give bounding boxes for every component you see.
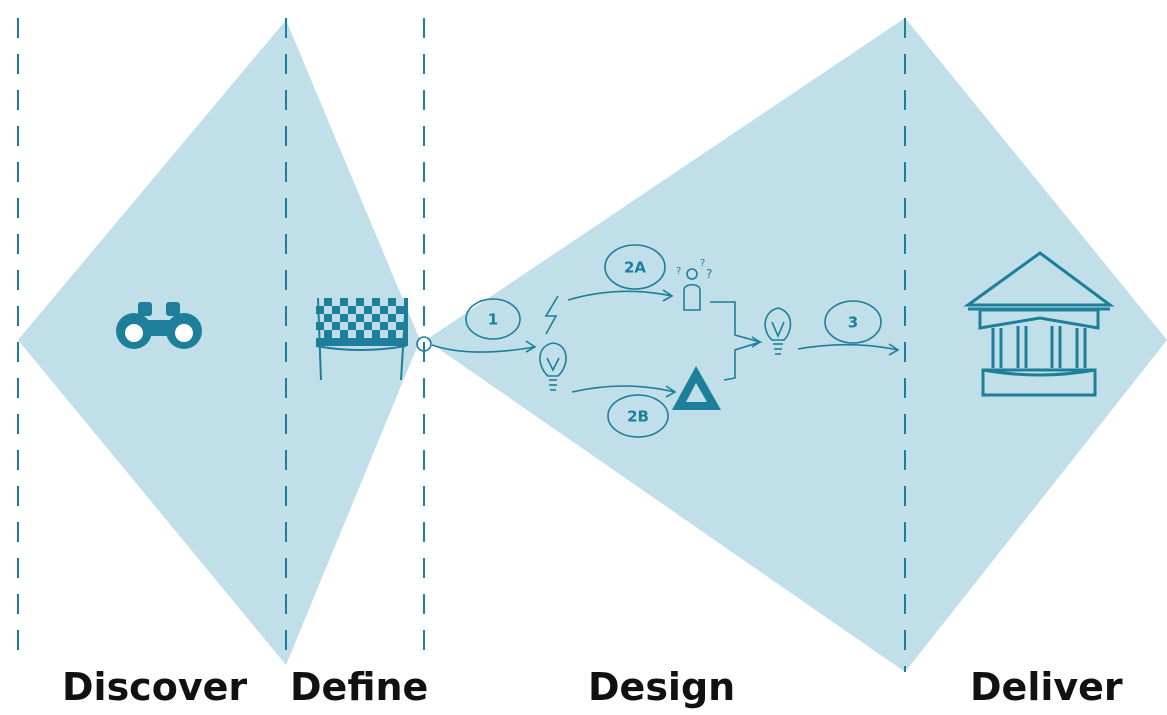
step-3-bubble [824,300,882,344]
checkered-flag-icon [315,297,408,381]
arrow-to-person-head [662,289,674,302]
prototype-triangle-icon [672,366,721,410]
lightning-icon [544,295,559,335]
step-2b-label: 2B [627,408,649,426]
converge-bracket-head [751,336,762,348]
phase-label-deliver: Deliver [970,665,1123,709]
step-2b-bubble [607,394,669,438]
step-2a-label: 2A [624,259,646,277]
step-1-label: 1 [488,311,498,329]
arrow-to-deliver-head [888,343,900,356]
svg-text:?: ? [700,258,705,269]
arrow-to-person [567,290,673,301]
final-lightbulb-icon [764,307,792,355]
junction-marker [416,336,432,352]
first-diamond [18,20,420,665]
svg-text:?: ? [706,267,712,281]
svg-text:?: ? [676,266,681,277]
arrow-to-deliver [797,343,899,351]
classical-building-icon [963,251,1115,397]
arrow-to-idea-head [525,340,537,353]
arrow-to-idea [431,344,536,353]
binoculars-icon [116,302,202,349]
step-3-label: 3 [848,314,858,332]
phase-label-discover: Discover [62,665,248,709]
second-diamond [426,18,1167,672]
phase-label-design: Design [588,665,736,709]
lightbulb-icon [539,342,567,391]
phase-label-define: Define [290,665,429,709]
step-1-bubble [465,298,521,340]
arrow-to-prototype-head [665,385,677,398]
thinking-person-icon: ? ? ? [676,258,712,311]
arrow-to-prototype [571,385,676,393]
step-2a-bubble [604,244,666,290]
